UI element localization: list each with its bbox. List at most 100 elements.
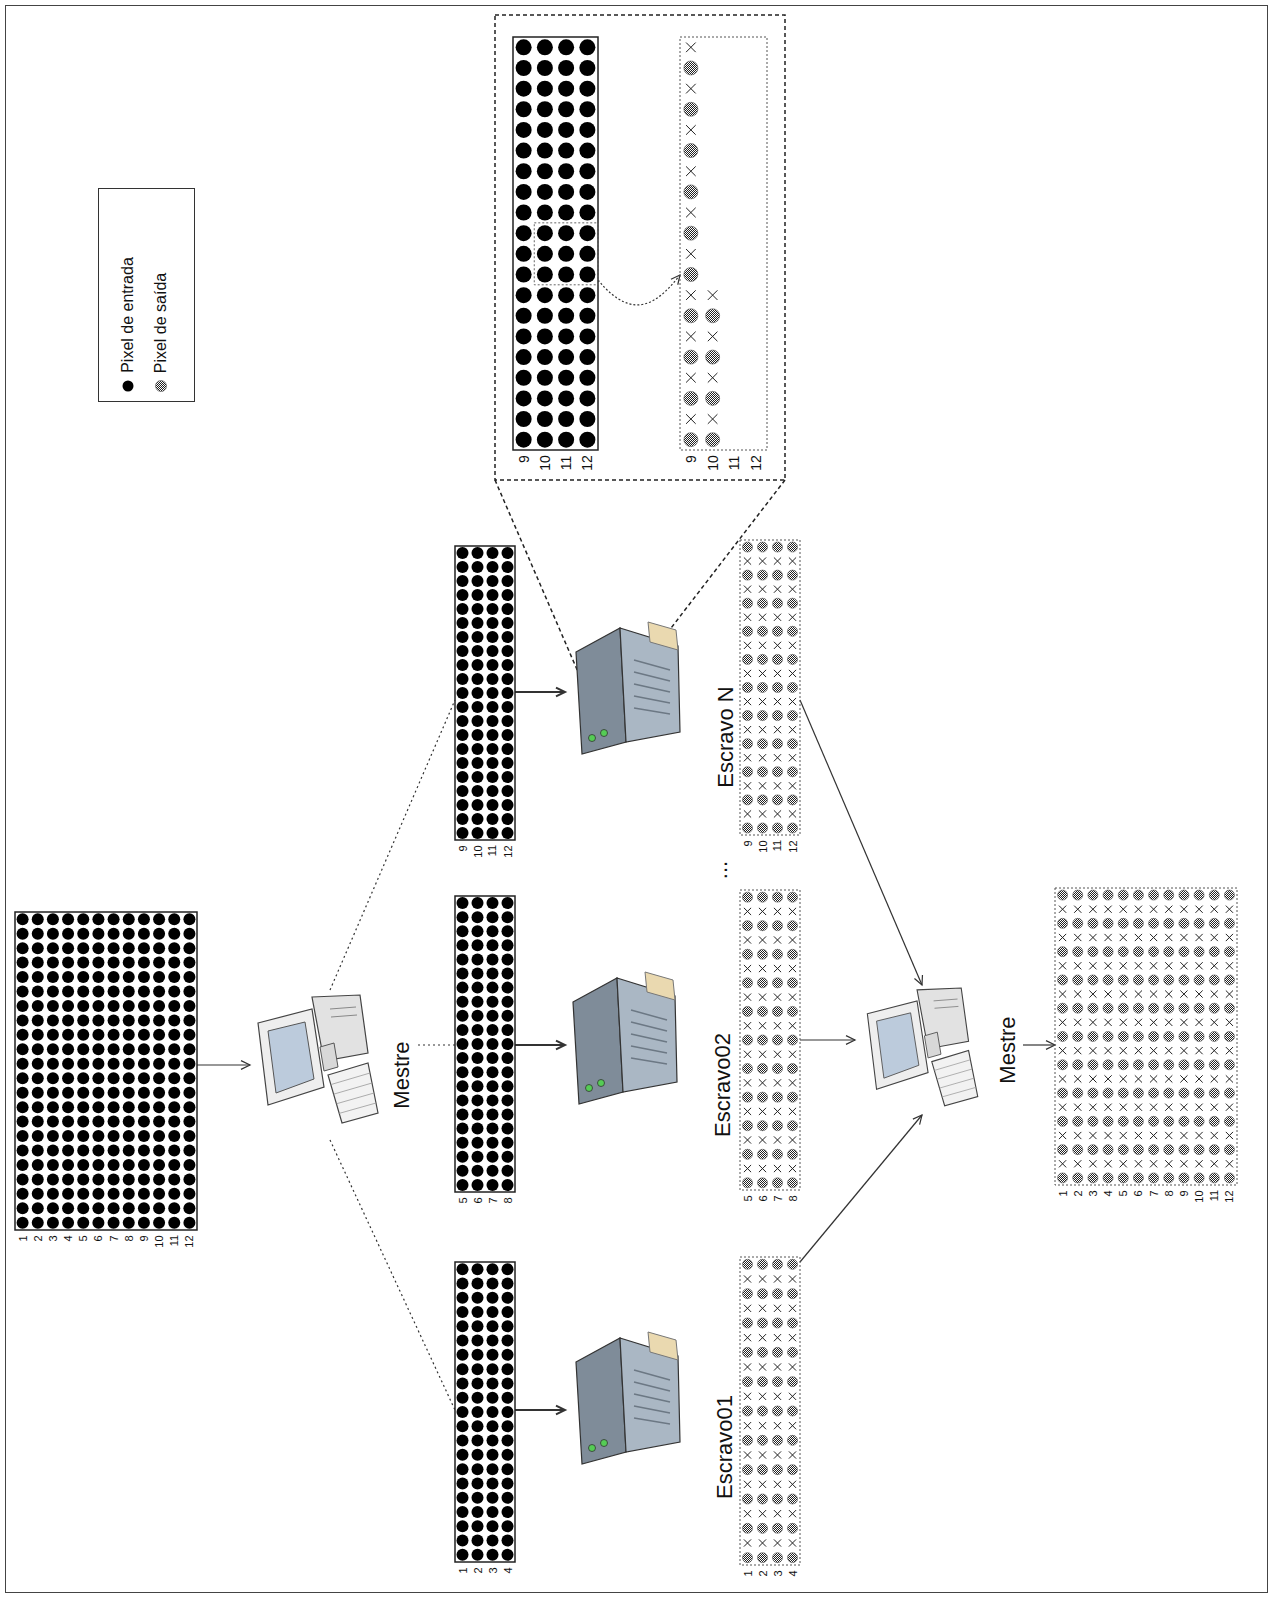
output-pixel bbox=[773, 626, 783, 636]
input-pixel bbox=[32, 1145, 44, 1157]
input-pixel bbox=[502, 1463, 514, 1475]
empty-pixel bbox=[708, 332, 718, 342]
row-number: 5 bbox=[742, 1195, 753, 1201]
output-pixel bbox=[743, 795, 753, 805]
input-pixel bbox=[472, 939, 484, 951]
output-pixel bbox=[684, 350, 698, 364]
input-pixel bbox=[472, 1377, 484, 1389]
input-pixel bbox=[502, 1179, 514, 1191]
input-pixel bbox=[487, 1349, 499, 1361]
input-pixel bbox=[472, 1477, 484, 1489]
input-pixel bbox=[472, 1463, 484, 1475]
input-pixel bbox=[472, 1420, 484, 1432]
empty-pixel bbox=[744, 1275, 751, 1282]
input-pixel bbox=[153, 1130, 165, 1142]
output-pixel bbox=[743, 542, 753, 552]
empty-pixel bbox=[1211, 934, 1218, 941]
row-number: 6 bbox=[1133, 1190, 1144, 1196]
input-pixel bbox=[502, 771, 514, 783]
input-pixel bbox=[502, 925, 514, 937]
input-pixel bbox=[472, 996, 484, 1008]
output-pixel bbox=[1224, 1003, 1234, 1013]
input-pixel bbox=[472, 1406, 484, 1418]
empty-pixel bbox=[686, 249, 696, 259]
input-pixel bbox=[183, 971, 195, 983]
input-pixel bbox=[62, 1173, 74, 1185]
keyboard-row bbox=[334, 1083, 372, 1094]
input-pixel bbox=[17, 1188, 29, 1200]
arrowhead bbox=[1046, 1041, 1055, 1050]
input-pixel bbox=[123, 913, 135, 925]
input-pixel bbox=[502, 743, 514, 755]
server-vent bbox=[631, 1058, 667, 1064]
row-number: 11 bbox=[487, 845, 498, 856]
input-pixel bbox=[579, 225, 595, 241]
output-pixel bbox=[1209, 1060, 1219, 1070]
input-pixel bbox=[123, 1145, 135, 1157]
input-pixel bbox=[108, 1217, 120, 1229]
input-pixel bbox=[516, 122, 532, 138]
input-pixel bbox=[502, 827, 514, 839]
input-pixel bbox=[516, 246, 532, 262]
master-node: Mestre bbox=[250, 990, 418, 1140]
input-pixel bbox=[558, 81, 574, 97]
input-pixel bbox=[168, 1159, 180, 1171]
output-pixel bbox=[1133, 947, 1143, 957]
output-pixel bbox=[1164, 947, 1174, 957]
empty-pixel bbox=[1195, 962, 1202, 969]
input-pixel bbox=[47, 1014, 59, 1026]
input-pixel bbox=[502, 1165, 514, 1177]
row-number: 10 bbox=[538, 455, 552, 471]
input-pixel bbox=[108, 1202, 120, 1214]
output-pixel bbox=[758, 949, 768, 959]
row-number: 4 bbox=[63, 1235, 74, 1241]
empty-pixel bbox=[789, 642, 796, 649]
empty-pixel bbox=[1180, 1047, 1187, 1054]
input-pixel bbox=[108, 1116, 120, 1128]
grid-border bbox=[740, 540, 800, 835]
empty-pixel bbox=[744, 754, 751, 761]
input-pixel bbox=[138, 1159, 150, 1171]
input-pixel bbox=[502, 813, 514, 825]
input-pixel bbox=[92, 957, 104, 969]
input-pixel bbox=[579, 122, 595, 138]
output-pixel bbox=[758, 1035, 768, 1045]
zoom-leader bbox=[668, 480, 785, 632]
empty-pixel bbox=[1104, 1019, 1111, 1026]
output-pixel bbox=[773, 1406, 783, 1416]
server-vent bbox=[634, 660, 670, 670]
output-pixel bbox=[758, 1259, 768, 1269]
output-pixel bbox=[773, 739, 783, 749]
empty-pixel bbox=[789, 1363, 796, 1370]
input-pixel bbox=[457, 575, 469, 587]
slave-node: Escravo N bbox=[565, 612, 737, 792]
empty-pixel bbox=[1211, 906, 1218, 913]
empty-pixel bbox=[1104, 1075, 1111, 1082]
input-pixel bbox=[537, 411, 553, 427]
input-pixel bbox=[472, 715, 484, 727]
empty-pixel bbox=[1135, 934, 1142, 941]
input-pixel bbox=[168, 913, 180, 925]
input-pixel bbox=[537, 328, 553, 344]
empty-pixel bbox=[789, 1539, 796, 1546]
output-pixel bbox=[743, 626, 753, 636]
input-pixel bbox=[487, 1535, 499, 1547]
input-pixel bbox=[457, 1520, 469, 1532]
output-pixel bbox=[1058, 1003, 1068, 1013]
input-pixel bbox=[138, 1202, 150, 1214]
output-pixel bbox=[758, 1435, 768, 1445]
output-pixel bbox=[1179, 918, 1189, 928]
input-pixel bbox=[47, 971, 59, 983]
output-pixel bbox=[1118, 1032, 1128, 1042]
input-pixel bbox=[123, 1087, 135, 1099]
input-pixel bbox=[183, 1029, 195, 1041]
input-pixel bbox=[558, 308, 574, 324]
output-pixel bbox=[743, 1406, 753, 1416]
row-number: 12 bbox=[787, 840, 798, 852]
output-pixel bbox=[1118, 1060, 1128, 1070]
row-number: 3 bbox=[487, 1567, 498, 1573]
slave-node: Escravo02 bbox=[565, 965, 737, 1145]
input-pixel bbox=[123, 957, 135, 969]
output-pixel bbox=[743, 1035, 753, 1045]
input-pixel bbox=[62, 1072, 74, 1084]
